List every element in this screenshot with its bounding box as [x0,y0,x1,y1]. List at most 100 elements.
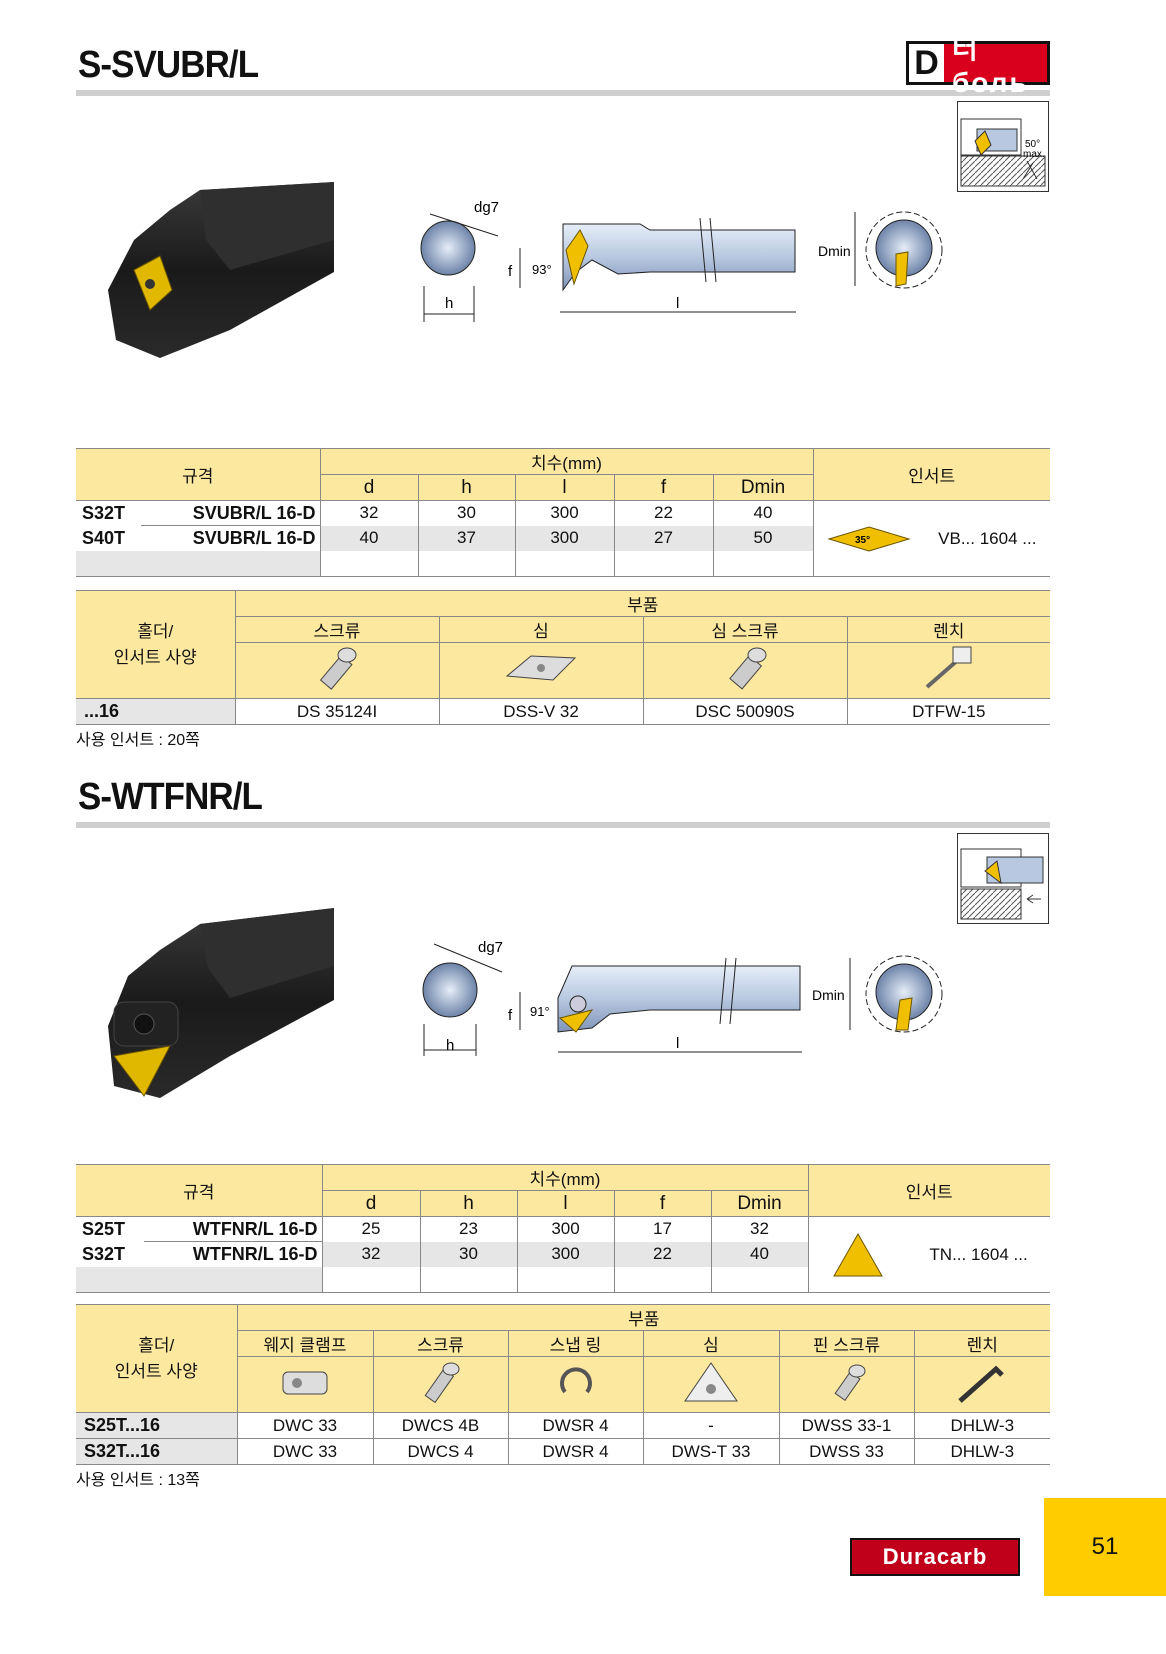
cell-shim-screw: DSC 50090S [642,698,847,725]
section2-rule [76,822,1050,828]
part-header-shim: 심 [642,1330,779,1357]
cell-f: 22 [613,1241,711,1267]
part-header-wrench: 렌치 [913,1330,1050,1357]
max-label-text: max. [1023,149,1045,160]
col-spec-header: 규격 [182,467,214,486]
row-model: WTFNR/L 16-D [144,1216,322,1242]
cell-l: 300 [514,500,614,526]
cell-d: 32 [319,500,418,526]
triangle-insert-icon [832,1232,883,1276]
part-header-snap-ring: 스냅 링 [507,1330,643,1357]
part-header-wrench: 렌치 [846,616,1050,643]
dim-h-label: h [446,1037,454,1054]
duracarb-logo: Duracarb [850,1538,1020,1576]
cell-shim: DWS-T 33 [642,1438,779,1465]
cell-h: 30 [417,500,515,526]
cell-wrench: DTFW-15 [846,698,1050,725]
cell-wrench: DHLW-3 [913,1412,1050,1439]
part-header-screw: 스크류 [234,616,439,643]
col-dims-header: 치수(mm) [319,448,813,475]
cell-d: 40 [319,525,418,551]
cell-dmin: 32 [710,1216,808,1242]
table-row: S25T...16 DWC 33 DWCS 4B DWSR 4 - DWSS 3… [76,1412,1050,1439]
part-header-pin-screw: 핀 스크류 [778,1330,914,1357]
row-code: S32T [76,1241,144,1267]
wrench-icon [958,1365,1005,1403]
table-row: ...16 DS 35124I DSS-V 32 DSC 50090S DTFW… [76,698,1050,725]
shim-icon [684,1362,738,1402]
parts-header: 부품 [236,1304,1050,1331]
brand-logo: D 터боль [906,33,1050,98]
cell-pin-screw: DWSS 33-1 [778,1412,914,1439]
cell-f: 17 [613,1216,711,1242]
cell-h: 23 [419,1216,517,1242]
parts-table-2: 홀더/ 인서트 사양 부품 웨지 클램프 스크류 스냅 링 심 핀 스크류 렌치… [76,1304,1050,1465]
insert-cell: TN... 1604 ... [807,1216,1050,1293]
cell-h: 30 [419,1241,517,1267]
cell-d: 32 [321,1241,420,1267]
cell-l: 300 [516,1241,614,1267]
dim-l-label: l [676,295,679,312]
table-row: S32T...16 DWC 33 DWCS 4 DWSR 4 DWS-T 33 … [76,1438,1050,1465]
wrench-icon [925,646,972,689]
row-spec: S32T...16 [76,1438,237,1465]
part-header-shim: 심 [438,616,643,643]
parts-table-1: 홀더/ 인서트 사양 부품 스크류 심 심 스크류 렌치 ...16 DS 35… [76,590,1050,725]
dim-h-label: h [445,295,453,312]
insert-code: VB... 1604 ... [938,528,1037,548]
dim-header-d: d [321,1190,420,1217]
dim-header-dmin: Dmin [710,1190,808,1217]
dim-dmin-label: Dmin [818,243,851,259]
section2-title: S-WTFNR/L [78,776,263,818]
holder-header: 홀더/ 인서트 사양 [76,1305,237,1413]
insert-cell: 35° VB... 1604 ... [812,500,1050,577]
cell-pin-screw: DWSS 33 [778,1438,914,1465]
dim-header-h: h [419,1190,517,1217]
dim-header-d: d [319,474,418,501]
tool-photo-1 [108,182,334,358]
logo-text: 터боль [951,33,1029,98]
row-code: S40T [76,525,141,551]
holder-header-line1: 홀더/ [137,621,174,641]
cell-wrench: DHLW-3 [913,1438,1050,1465]
cell-screw: DWCS 4B [372,1412,508,1439]
wedge-clamp-icon [282,1371,328,1395]
row-code: S32T [82,502,126,523]
dim-angle-label: 91° [530,1004,550,1019]
shim-screw-icon [729,647,767,690]
spec-table-1: 규격 치수(mm) 인서트 d h l f Dmin S32T SVUBR/L … [76,448,1050,577]
cell-l: 300 [514,525,614,551]
table-row: S25T WTFNR/L 16-D 25 23 300 17 32 TN... … [76,1216,1050,1293]
dim-dg7-label: dg7 [474,199,499,216]
part-header-shim-screw: 심 스크류 [642,616,847,643]
max-angle-text: 50° [1025,139,1040,150]
dim-l-label: l [676,1035,679,1052]
cell-dmin: 40 [710,1241,808,1267]
page-number: 51 [1044,1498,1166,1596]
dim-dg7-label: dg7 [478,939,503,956]
dimension-diagram-2: h dg7 f 91° l Dmin [422,939,943,1056]
dim-angle-label: 93° [532,262,552,277]
cell-h: 37 [417,525,515,551]
cell-wedge-clamp: DWC 33 [236,1412,373,1439]
application-thumbnail-2 [957,833,1049,924]
dim-f-label: f [508,1007,513,1024]
section1-note: 사용 인서트 : 20쪽 [76,732,200,749]
insert-angle-text: 35° [855,535,870,546]
logo-d: D [909,44,944,82]
cell-screw: DS 35124I [234,698,439,725]
holder-header-line2: 인서트 사양 [113,647,197,667]
dim-header-l: l [514,474,614,501]
dim-header-f: f [613,474,713,501]
insert-code: TN... 1604 ... [929,1244,1028,1264]
col-dims-header: 치수(mm) [321,1164,808,1191]
cell-snap-ring: DWSR 4 [507,1438,643,1465]
application-thumbnail-1: 50° max. [957,101,1049,192]
cell-shim: - [642,1412,779,1439]
shim-icon [505,655,577,681]
col-insert-header: 인서트 [812,448,1050,501]
col-spec-header: 규격 [183,1183,215,1202]
dim-header-l: l [516,1190,614,1217]
holder-header: 홀더/ 인서트 사양 [76,591,235,699]
cell-l: 300 [516,1216,614,1242]
